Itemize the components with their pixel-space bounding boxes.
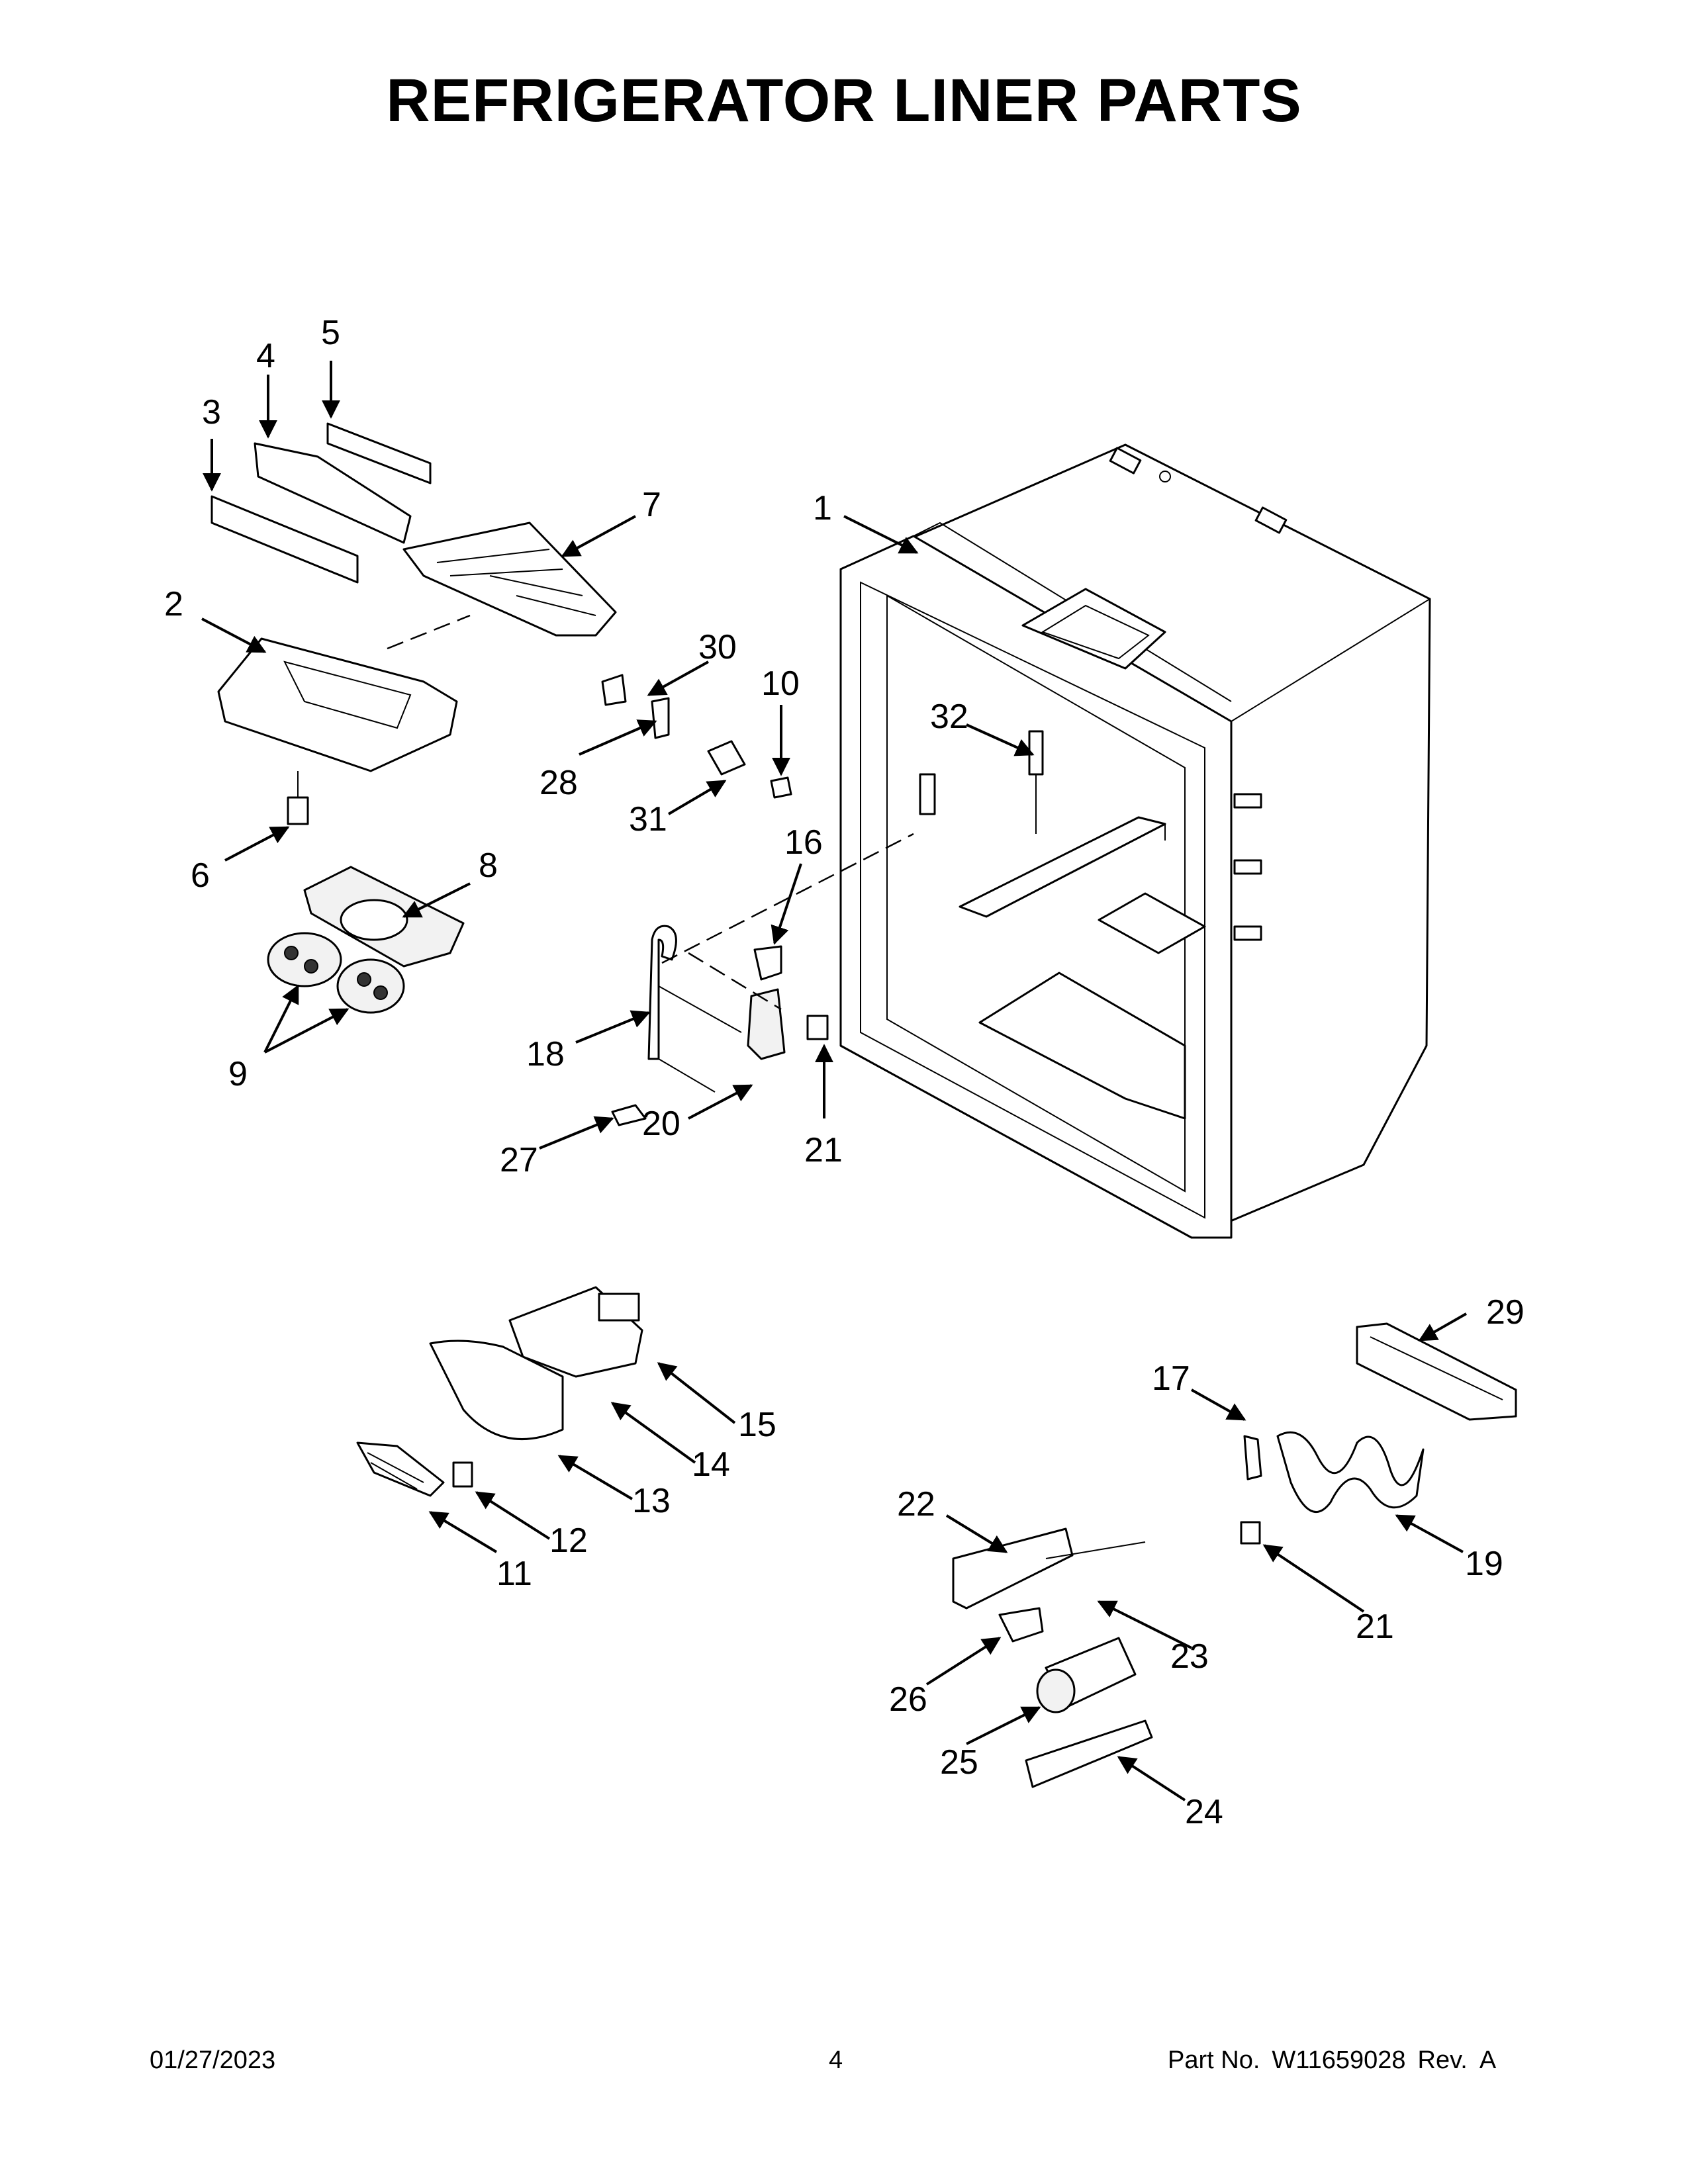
lower-left-parts-illustration: [356, 1286, 643, 1497]
callout-21a: 21: [804, 1131, 843, 1169]
callout-18: 18: [526, 1035, 565, 1073]
page-title: REFRIGERATOR LINER PARTS: [386, 67, 1302, 134]
callout-12: 12: [549, 1522, 588, 1560]
callout-7: 7: [642, 486, 661, 524]
callout-numbers: 1 2 3 4 5 6 7 8 9 10 11 12 13 14 15 16 1…: [164, 314, 1524, 1831]
footer-date: 01/27/2023: [150, 2046, 276, 2074]
callout-11: 11: [496, 1555, 532, 1593]
callout-21b: 21: [1356, 1608, 1394, 1646]
footer-page-number: 4: [829, 2046, 843, 2074]
callout-8: 8: [479, 846, 498, 885]
callout-13: 13: [632, 1482, 671, 1520]
callout-1: 1: [813, 489, 832, 527]
callout-24: 24: [1185, 1793, 1223, 1831]
callout-30: 30: [698, 628, 737, 666]
callout-31: 31: [629, 800, 667, 839]
lower-right-parts-illustration: [952, 1322, 1517, 1788]
callout-25: 25: [940, 1743, 978, 1782]
leader-lines: [201, 361, 1467, 1801]
footer-part-info: Part No. W11659028 Rev. A: [1168, 2046, 1496, 2075]
callout-4: 4: [256, 337, 275, 375]
callout-32: 32: [930, 698, 968, 736]
callout-6: 6: [191, 856, 210, 895]
callout-27: 27: [500, 1141, 538, 1179]
callout-15: 15: [738, 1406, 776, 1444]
callout-14: 14: [692, 1445, 730, 1484]
revision: A: [1479, 2046, 1497, 2074]
callout-9: 9: [228, 1055, 248, 1093]
part-number-label: Part No.: [1168, 2046, 1260, 2074]
callout-16: 16: [784, 823, 823, 862]
liner-box-illustration: [839, 443, 1431, 1239]
part-number: W11659028: [1272, 2046, 1406, 2074]
middle-parts-illustration: [267, 674, 1044, 1126]
callout-3: 3: [202, 393, 221, 432]
callout-22: 22: [897, 1485, 935, 1524]
callout-2: 2: [164, 585, 183, 623]
callout-23: 23: [1170, 1637, 1209, 1676]
callout-29: 29: [1486, 1293, 1524, 1332]
callout-10: 10: [761, 664, 800, 703]
upper-left-parts-illustration: [211, 422, 617, 825]
revision-label: Rev.: [1417, 2046, 1468, 2074]
callout-26: 26: [889, 1680, 927, 1719]
callout-28: 28: [539, 764, 578, 802]
callout-17: 17: [1152, 1359, 1190, 1398]
callout-5: 5: [321, 314, 340, 352]
callout-20: 20: [642, 1105, 680, 1143]
callout-19: 19: [1465, 1545, 1503, 1583]
